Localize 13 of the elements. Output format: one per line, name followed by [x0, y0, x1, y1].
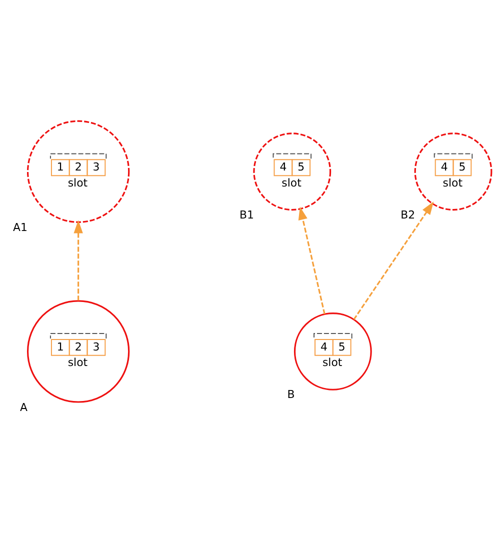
node-circle: 1 2 3 slot [26, 300, 130, 403]
arrow [298, 206, 326, 314]
node-circle: 4 5 slot [294, 312, 372, 390]
node-label: A [20, 400, 28, 414]
node-circle: 4 5 slot [253, 132, 332, 211]
node-label: B1 [239, 208, 254, 222]
node-label: A1 [12, 221, 28, 234]
node-circle: 1 2 3 slot [26, 120, 130, 223]
node-label: B [287, 388, 295, 402]
arrow [74, 220, 83, 300]
node-circle: 4 5 slot [414, 132, 492, 211]
node-label: B2 [400, 208, 416, 222]
arrow [353, 202, 434, 320]
